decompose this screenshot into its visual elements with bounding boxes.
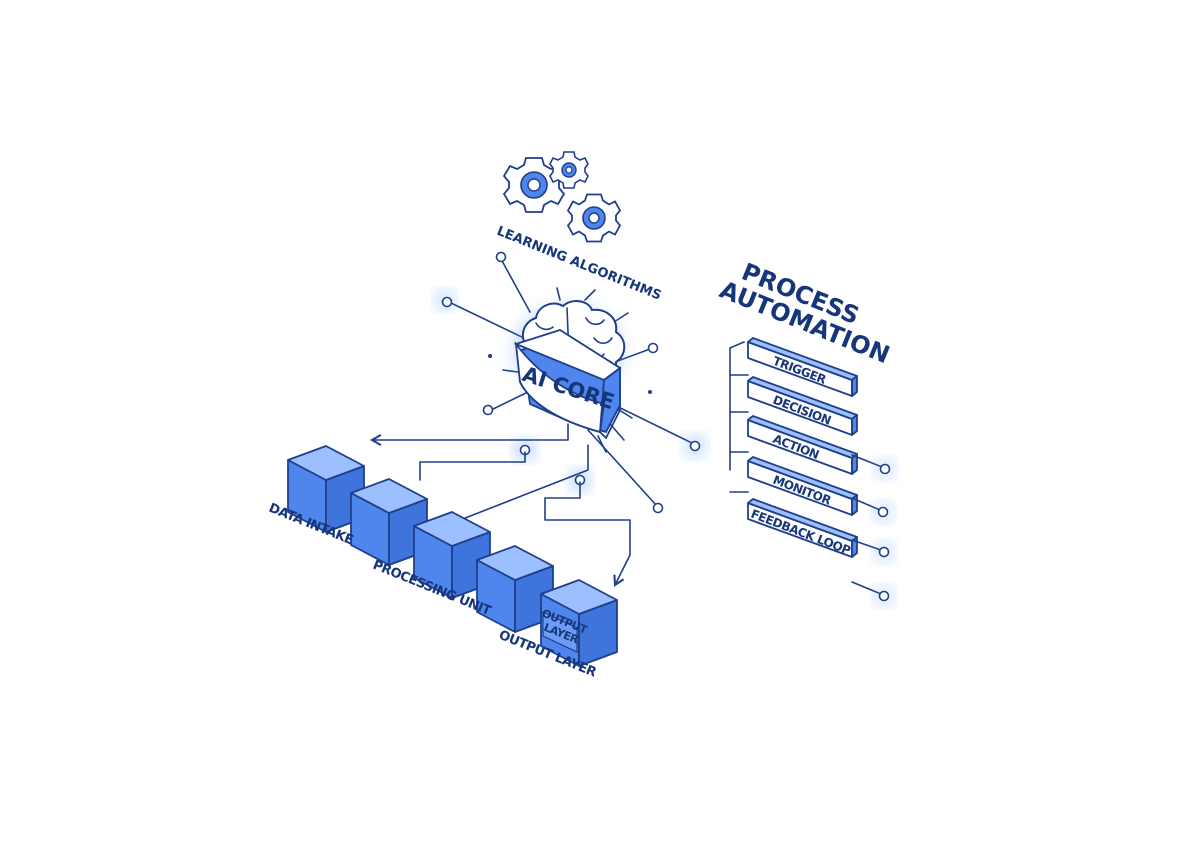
node-icon — [877, 506, 889, 518]
node-icon — [647, 342, 659, 354]
process-nodes — [851, 454, 894, 605]
node-icon — [878, 590, 890, 602]
cube-icon — [413, 511, 491, 599]
node-dots — [436, 251, 705, 514]
node-icon — [482, 404, 494, 416]
brain-icon — [513, 300, 626, 440]
cube-row — [287, 445, 618, 667]
node-icon — [441, 296, 453, 308]
cube-icon — [540, 579, 618, 667]
gears-icon — [502, 151, 622, 243]
learning-algorithms-label: LEARNING ALGORITHMS — [495, 224, 664, 304]
cube-icon — [476, 545, 554, 633]
node-icon — [495, 251, 507, 263]
node-icon — [689, 440, 701, 452]
ai-core: AI CORE — [513, 300, 626, 440]
process-step-action: ACTION — [747, 415, 858, 475]
process-tree-lines — [729, 341, 749, 493]
node-icon — [878, 546, 890, 558]
node-icon — [879, 463, 891, 475]
cube-icon — [287, 445, 365, 533]
node-icon — [652, 502, 664, 514]
